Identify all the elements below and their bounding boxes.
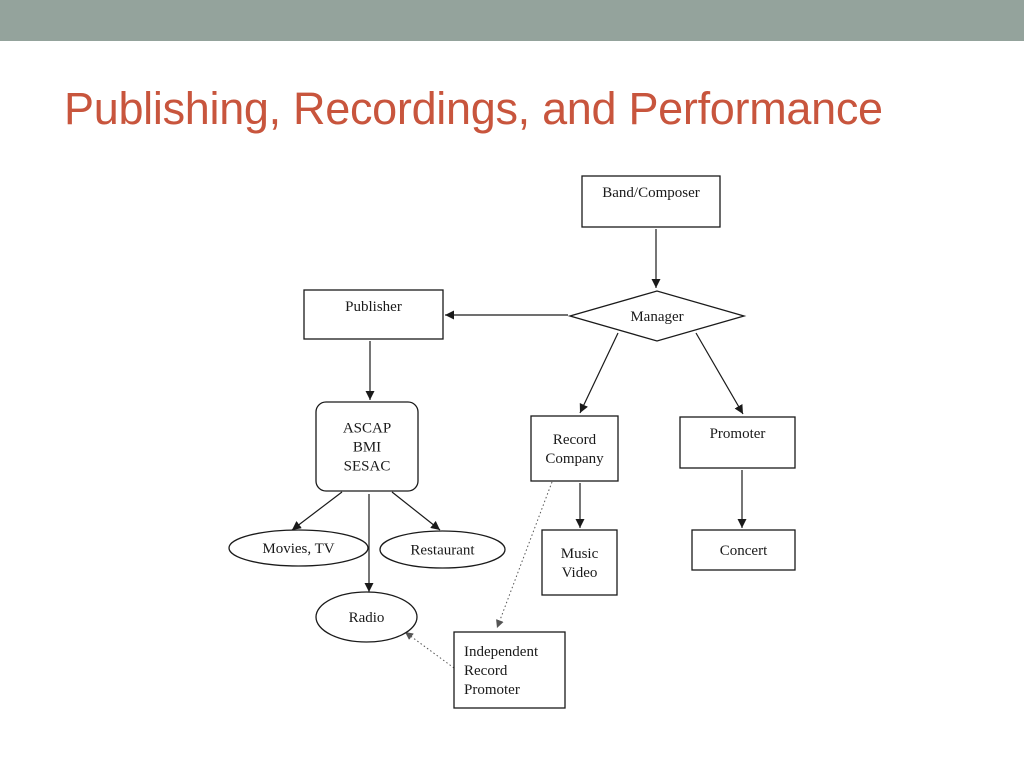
node-music-video-label: Video — [562, 565, 598, 581]
node-radio: Radio — [315, 591, 418, 643]
node-publisher-shape — [303, 289, 444, 340]
node-record-company-label: Company — [545, 451, 604, 467]
node-music-video-label: Music — [561, 546, 599, 562]
edges — [291, 229, 747, 669]
edge-independent-record-promoter-to-radio — [404, 631, 455, 669]
node-promoter-label: Promoter — [710, 426, 766, 442]
edge-manager-to-record-company — [579, 332, 619, 414]
node-promoter: Promoter — [679, 416, 796, 469]
node-radio-label: Radio — [349, 610, 385, 626]
node-record-company-shape — [530, 415, 619, 482]
node-radio-shape — [315, 591, 418, 643]
node-publisher: Publisher — [303, 289, 444, 340]
node-manager: Manager — [567, 290, 747, 342]
node-independent-record-promoter-label: Record — [464, 663, 508, 679]
node-movies-tv-label: Movies, TV — [262, 541, 334, 557]
node-manager-shape — [567, 290, 747, 342]
node-independent-record-promoter-label: Promoter — [464, 682, 520, 698]
node-promoter-shape — [679, 416, 796, 469]
node-band-composer-shape — [581, 175, 721, 228]
node-pro-label: SESAC — [344, 459, 391, 475]
node-movies-tv: Movies, TV — [228, 529, 369, 567]
node-pro-label: BMI — [353, 440, 381, 456]
node-restaurant-label: Restaurant — [410, 543, 475, 559]
node-pro: ASCAP BMI SESAC — [315, 401, 419, 492]
node-concert-shape — [691, 529, 796, 571]
node-concert-label: Concert — [720, 543, 768, 559]
node-independent-record-promoter-label: Independent — [464, 644, 539, 660]
node-concert: Concert — [691, 529, 796, 571]
node-record-company-label: Record — [553, 432, 597, 448]
edge-pro-to-restaurant — [391, 491, 441, 531]
edge-pro-to-movies-tv — [291, 491, 343, 531]
node-publisher-label: Publisher — [345, 299, 402, 315]
node-pro-label: ASCAP — [343, 421, 391, 437]
node-band-composer-label: Band/Composer — [602, 185, 700, 201]
node-band-composer: Band/Composer — [581, 175, 721, 228]
top-bar — [0, 0, 1024, 41]
slide-title: Publishing, Recordings, and Performance — [64, 83, 883, 134]
node-restaurant: Restaurant — [379, 530, 506, 569]
node-music-video-shape — [541, 529, 618, 596]
node-restaurant-shape — [379, 530, 506, 569]
node-independent-record-promoter-shape — [453, 631, 566, 709]
node-movies-tv-shape — [228, 529, 369, 567]
node-pro-shape — [315, 401, 419, 492]
edge-manager-to-promoter — [695, 332, 744, 415]
node-manager-label: Manager — [630, 309, 683, 325]
